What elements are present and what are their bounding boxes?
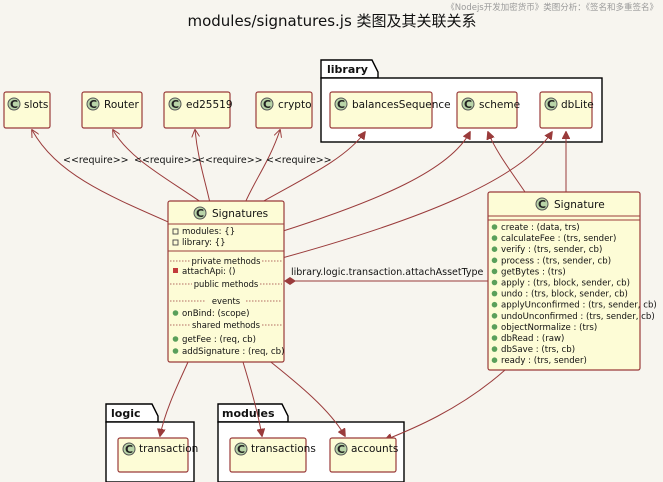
composition-diamond xyxy=(284,277,296,285)
signature-method-dbRead: dbRead : (raw) xyxy=(501,334,564,344)
signature-method-objectNormalize: objectNormalize : (trs) xyxy=(501,323,597,333)
class-signatures-name: Signatures xyxy=(212,208,268,220)
svg-text:C: C xyxy=(125,443,133,456)
signature-method-marker xyxy=(491,268,498,275)
svg-text:C: C xyxy=(171,98,179,111)
class-transactions[interactable]: C transactions xyxy=(229,437,316,473)
signature-method-marker xyxy=(491,290,498,297)
watermark: 《Nodejs开发加密货币》类图分析：《签名和多重签名》 xyxy=(446,2,658,13)
signature-methods: create : (data, trs)calculateFee : (trs,… xyxy=(491,223,657,366)
signature-method-marker xyxy=(491,301,498,308)
class-slots-name: slots xyxy=(24,99,48,111)
edge-signatures-scheme xyxy=(279,132,470,233)
edge-signatures-transaction xyxy=(160,361,189,436)
diagram-title: modules/signatures.js 类图及其关联关系 xyxy=(187,12,476,30)
class-signature[interactable]: C Signature create : (data, trs)calculat… xyxy=(487,191,657,371)
edge-signature-scheme xyxy=(488,132,526,193)
class-ed25519[interactable]: C ed25519 xyxy=(163,91,233,129)
signature-method-undo: undo : (trs, block, sender, cb) xyxy=(501,290,628,300)
class-slots[interactable]: C slots xyxy=(3,91,51,129)
svg-text:C: C xyxy=(237,443,245,456)
require-label-slots: <<require>> xyxy=(63,155,129,166)
signature-method-marker xyxy=(491,279,498,286)
require-label-ed25519: <<require>> xyxy=(197,155,263,166)
signature-method-dbSave: dbSave : (trs, cb) xyxy=(501,345,575,355)
class-signatures[interactable]: C Signatures modules: {} library: {} pri… xyxy=(167,200,285,363)
class-scheme-name: scheme xyxy=(479,99,520,111)
class-transaction-name: transaction xyxy=(139,443,198,455)
edge-require-router xyxy=(113,130,206,206)
class-accounts[interactable]: C accounts xyxy=(329,437,398,473)
signature-method-marker xyxy=(491,257,498,264)
signatures-field-library: library: {} xyxy=(182,238,226,248)
svg-text:C: C xyxy=(547,98,555,111)
class-crypto-name: crypto xyxy=(278,99,312,111)
edge-signatures-transactions xyxy=(242,361,262,436)
signatures-method-addSignature: addSignature : (req, cb) xyxy=(182,347,284,357)
signatures-field-modules: modules: {} xyxy=(182,227,235,237)
signature-method-marker xyxy=(491,235,498,241)
signature-method-apply: apply : (trs, block, sender, cb) xyxy=(501,279,630,289)
class-crypto[interactable]: C crypto xyxy=(255,91,313,129)
class-router-name: Router xyxy=(104,99,139,111)
class-ed25519-name: ed25519 xyxy=(186,99,233,111)
signature-method-ready: ready : (trs, sender) xyxy=(501,356,587,366)
composition-label: library.logic.transaction.attachAssetTyp… xyxy=(291,267,484,278)
signatures-private-label: private methods xyxy=(192,256,261,266)
class-transaction[interactable]: C transaction xyxy=(117,437,198,473)
signatures-method-attachApi: attachApi: () xyxy=(182,267,236,277)
signatures-event-onBind: onBind: (scope) xyxy=(182,309,249,319)
package-modules-label: modules xyxy=(222,407,275,420)
edge-require-ed25519 xyxy=(195,130,211,204)
signature-method-verify: verify : (trs, sender, cb) xyxy=(501,245,602,255)
svg-text:C: C xyxy=(10,98,18,111)
signature-method-marker xyxy=(491,313,498,319)
svg-text:C: C xyxy=(89,98,97,111)
edge-signatures-dbLite xyxy=(281,132,552,259)
signature-method-marker xyxy=(491,357,498,364)
class-transactions-name: transactions xyxy=(251,443,316,455)
signatures-events-label: events xyxy=(212,296,240,306)
signature-method-marker xyxy=(491,324,498,330)
signature-method-process: process : (trs, sender, cb) xyxy=(501,256,611,266)
class-dbLite-name: dbLite xyxy=(561,99,594,111)
class-router[interactable]: C Router xyxy=(81,91,143,129)
class-scheme[interactable]: C scheme xyxy=(456,91,520,129)
signatures-shared-label: shared methods xyxy=(192,320,260,330)
require-label-router: <<require>> xyxy=(134,155,200,166)
class-dbLite[interactable]: C dbLite xyxy=(539,91,594,129)
class-balancesSequence[interactable]: C balancesSequence xyxy=(329,91,451,129)
signature-method-marker xyxy=(491,346,498,352)
signature-method-create: create : (data, trs) xyxy=(501,223,580,233)
class-balancesSequence-name: balancesSequence xyxy=(352,99,451,111)
signature-method-calculateFee: calculateFee : (trs, sender) xyxy=(501,234,616,244)
edge-signature-accounts xyxy=(385,369,506,440)
signature-method-applyUnconfirmed: applyUnconfirmed : (trs, sender, cb) xyxy=(501,301,657,311)
signatures-method-getFee: getFee : (req, cb) xyxy=(182,335,256,345)
require-label-crypto: <<require>> xyxy=(266,155,332,166)
edges xyxy=(32,130,566,440)
edge-require-crypto xyxy=(244,130,280,204)
class-signature-name: Signature xyxy=(554,199,605,211)
signature-method-undoUnconfirmed: undoUnconfirmed : (trs, sender, cb) xyxy=(501,312,655,322)
svg-text:C: C xyxy=(263,98,271,111)
svg-text:C: C xyxy=(464,98,472,111)
signature-method-marker xyxy=(491,335,498,341)
class-accounts-name: accounts xyxy=(351,443,398,455)
signature-method-marker xyxy=(491,246,498,252)
package-logic-label: logic xyxy=(111,407,141,420)
edge-signatures-accounts xyxy=(261,354,345,436)
signatures-public-label: public methods xyxy=(194,279,259,289)
svg-text:C: C xyxy=(337,443,345,456)
svg-text:C: C xyxy=(196,207,204,220)
svg-text:C: C xyxy=(538,198,546,211)
signature-method-getBytes: getBytes : (trs) xyxy=(501,267,566,277)
signature-method-marker xyxy=(491,224,498,230)
package-library-label: library xyxy=(327,63,368,76)
svg-text:C: C xyxy=(337,98,345,111)
edge-signatures-balancesSequence xyxy=(254,132,365,207)
